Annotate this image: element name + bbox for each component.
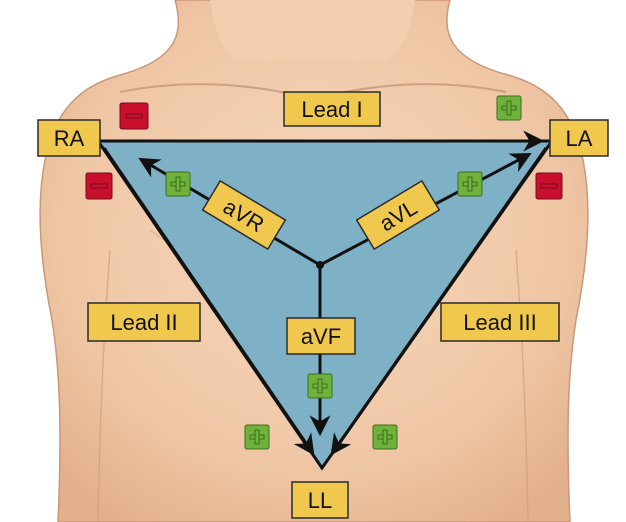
lead-ii-label: Lead II bbox=[110, 310, 177, 335]
electrode-ll-label: LL bbox=[308, 488, 332, 513]
plus-sign-icon bbox=[373, 425, 397, 449]
lead-iii-label: Lead III bbox=[463, 310, 536, 335]
electrode-la-label: LA bbox=[566, 126, 593, 151]
plus-sign-icon bbox=[166, 172, 190, 196]
lead-i-label-box: Lead I bbox=[284, 92, 380, 126]
lead-iii-label-box: Lead III bbox=[441, 303, 559, 341]
plus-sign-icon bbox=[308, 374, 332, 398]
plus-sign-icon bbox=[458, 172, 482, 196]
electrode-ra: RA bbox=[38, 120, 100, 156]
lead-ii-label-box: Lead II bbox=[88, 303, 200, 341]
neck-illustration bbox=[210, 0, 415, 60]
avf-label: aVF bbox=[301, 324, 341, 349]
minus-sign-icon bbox=[120, 103, 148, 129]
minus-sign-icon bbox=[86, 173, 112, 199]
plus-sign-icon bbox=[497, 96, 521, 120]
avf-label-box: aVF bbox=[287, 318, 355, 354]
electrode-la: LA bbox=[550, 120, 608, 156]
electrode-ll: LL bbox=[292, 482, 348, 518]
minus-sign-icon bbox=[536, 173, 562, 199]
plus-sign-icon bbox=[245, 425, 269, 449]
lead-i-label: Lead I bbox=[301, 97, 362, 122]
electrode-ra-label: RA bbox=[54, 126, 85, 151]
